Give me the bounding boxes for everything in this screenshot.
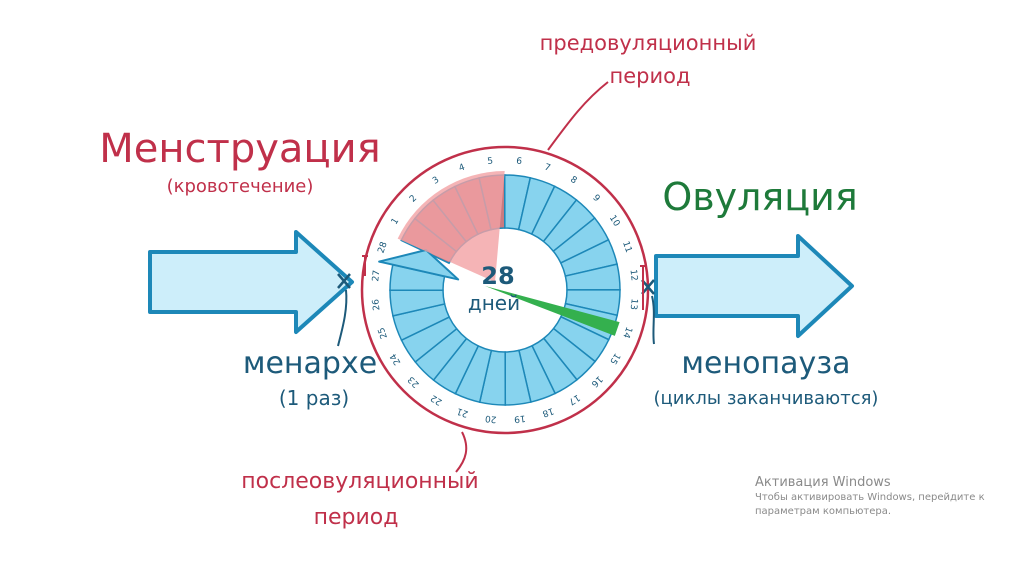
left-arrow — [148, 230, 354, 334]
day-number-1: 1 — [390, 217, 402, 227]
watermark-title: Активация Windows — [755, 475, 891, 490]
day-number-9: 9 — [590, 193, 601, 204]
day-number-5: 5 — [487, 157, 494, 168]
day-number-20: 20 — [484, 413, 497, 424]
bleeding-note: (кровотечение) — [167, 176, 314, 197]
preovulatory-label-line1: предовуляционный — [540, 31, 757, 55]
day-number-23: 23 — [406, 374, 421, 389]
ovulation-title: Овуляция — [662, 175, 857, 219]
day-number-7: 7 — [543, 162, 552, 173]
day-number-25: 25 — [377, 326, 390, 340]
center-number: 28 — [481, 262, 514, 290]
day-number-3: 3 — [431, 175, 441, 187]
day-number-17: 17 — [566, 392, 581, 407]
menarche-label: менархе — [243, 346, 377, 381]
postovulatory-pointer — [455, 431, 468, 473]
menopause-label: менопауза — [681, 346, 850, 381]
watermark-line1: Чтобы активировать Windows, перейдите к — [755, 492, 985, 503]
day-number-8: 8 — [568, 175, 578, 187]
day-number-4: 4 — [458, 163, 467, 174]
left-tick-mark — [362, 255, 368, 276]
postovulatory-label-line2: период — [314, 505, 399, 530]
ring-arrow-head — [378, 249, 460, 281]
windows-activation-watermark: Активация Windows Чтобы активировать Win… — [755, 474, 985, 519]
day-number-24: 24 — [389, 351, 404, 366]
day-number-22: 22 — [429, 392, 444, 407]
menarche-note: (1 раз) — [279, 386, 349, 410]
day-number-26: 26 — [371, 298, 382, 311]
menopause-note: (циклы заканчиваются) — [654, 388, 879, 409]
right-arrow — [654, 234, 854, 338]
day-number-12: 12 — [628, 269, 639, 282]
menstruation-title: Менструация — [99, 126, 380, 172]
day-number-21: 21 — [456, 405, 470, 418]
day-number-15: 15 — [607, 351, 622, 366]
day-number-2: 2 — [408, 193, 419, 204]
watermark-line2: параметрам компьютера. — [755, 506, 892, 517]
preovulatory-label-line2: период — [610, 64, 691, 88]
day-number-11: 11 — [620, 240, 633, 254]
day-number-16: 16 — [589, 373, 604, 388]
preovulatory-pointer — [547, 81, 609, 151]
menstruation-wedge — [397, 171, 505, 282]
day-number-14: 14 — [620, 325, 633, 339]
day-number-18: 18 — [541, 405, 555, 418]
day-number-27: 27 — [371, 270, 382, 282]
day-number-6: 6 — [516, 156, 523, 167]
right-tick-mark — [640, 265, 646, 310]
cycle-wedges — [397, 171, 620, 336]
day-number-19: 19 — [513, 413, 526, 424]
menarche-x-mark — [337, 273, 351, 289]
postovulatory-label-line1: послеовуляционный — [241, 469, 478, 494]
menopause-pointer — [651, 295, 655, 345]
ovulation-wedge — [485, 286, 620, 336]
day-number-10: 10 — [607, 214, 622, 229]
day-number-28: 28 — [377, 240, 390, 254]
day-number-13: 13 — [628, 298, 639, 310]
outer-cycle-circle — [360, 145, 650, 435]
center-unit: дней — [468, 291, 520, 315]
menarche-pointer — [337, 289, 348, 347]
